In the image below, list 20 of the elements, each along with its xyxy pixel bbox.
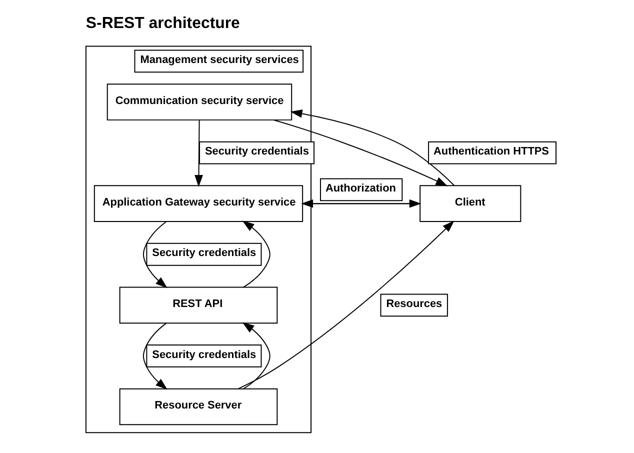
arrow [242,220,270,288]
edge-label: Resources [386,298,442,310]
arrow [242,322,270,390]
node-box: Communication security service [106,84,292,120]
arrow [142,322,168,390]
node-box: Client [420,185,522,222]
edge-label: Security credentials [152,247,256,260]
edge-label: Authorization [325,182,396,194]
node-box: Application Gateway security service [94,185,304,222]
arrow [273,119,448,186]
edge-label: Authentication HTTPS [434,146,549,158]
diagram-title: S-REST architecture [86,15,240,32]
arrow [142,221,168,288]
edge-label: Security credentials [152,348,256,361]
node-box: Resource Server [119,388,278,426]
edge-label: Security credentials [204,146,309,158]
node-box: REST API [119,286,278,324]
arrow [238,220,454,390]
arrow [290,110,455,186]
arrow [194,120,203,187]
